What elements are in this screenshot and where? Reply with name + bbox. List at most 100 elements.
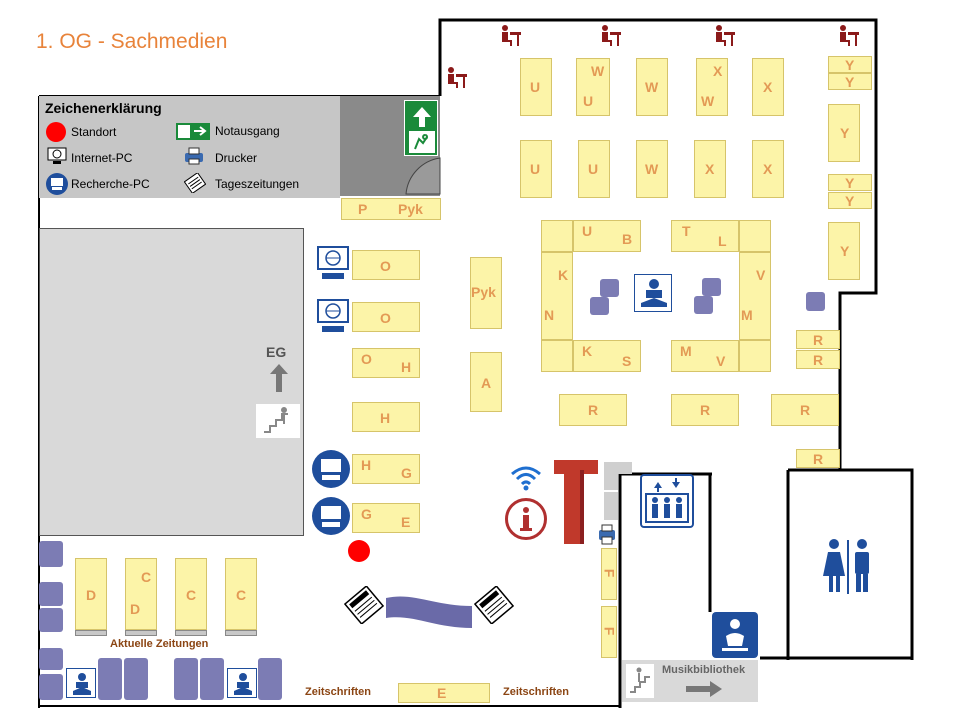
seat (806, 292, 825, 311)
shelf-y: Y (828, 192, 872, 209)
shelf-label: R (813, 352, 824, 368)
desk-block (618, 462, 632, 474)
shelf-label: Y (840, 125, 850, 141)
legend-title: Zeichenerklärung (45, 100, 162, 116)
shelf-k-n: K N (541, 252, 573, 340)
shelf-r: R (796, 350, 840, 369)
shelf-u-b: U B (573, 220, 641, 252)
area-label-journals: Zeitschriften (503, 686, 570, 698)
shelf-k-s: K S (573, 340, 641, 372)
seat (39, 582, 63, 606)
shelf-u: U (520, 140, 552, 198)
shelf-label: V (756, 267, 766, 283)
shelf-label: T (682, 223, 691, 239)
printer-icon (184, 147, 204, 165)
legend-label-internet-pc: Internet-PC (71, 151, 133, 165)
location-dot-icon (46, 122, 66, 142)
study-desk-icon (716, 25, 735, 46)
shelf-h-g: H G (352, 454, 420, 484)
floor-opening (39, 228, 304, 536)
seat (600, 279, 619, 297)
shelf-label: R (700, 402, 711, 418)
shelf-label: E (401, 514, 411, 530)
shelf-corner (541, 340, 573, 372)
desk-block (604, 492, 618, 520)
shelf-label: V (716, 353, 726, 369)
seat (590, 297, 609, 315)
shelf-r: R (671, 394, 739, 426)
shelf-t-l: T L (671, 220, 739, 252)
shelf-label: X (705, 161, 715, 177)
shelf-x-w: X W (696, 58, 728, 116)
research-pc-icon (312, 450, 350, 488)
emergency-exit-icon (176, 123, 210, 140)
shelf-v-m: V M (739, 252, 771, 340)
seat (39, 674, 63, 700)
shelf-corner (739, 340, 771, 372)
shelf-label: U (582, 223, 593, 239)
reading-area-icon (66, 668, 96, 698)
stairs-label: EG (266, 344, 287, 360)
shelf-label: X (713, 63, 723, 79)
shelf-label: N (544, 307, 555, 323)
shelf-x: X (694, 140, 726, 198)
shelf-r: R (796, 330, 840, 349)
legend-label-recherche-pc: Recherche-PC (71, 177, 150, 191)
shelf-o-h: O H (352, 348, 420, 378)
newspaper-icon (343, 584, 385, 626)
shelf-c-d: C D (125, 558, 157, 630)
shelf-c: C (175, 558, 207, 630)
shelf-label: D (130, 601, 141, 617)
shelf-label: B (622, 231, 633, 247)
printer-icon (598, 524, 616, 546)
shelf-label: Y (840, 243, 850, 259)
shelf-y: Y (828, 222, 860, 280)
internet-pc-icon (47, 147, 67, 165)
baby-changing-icon (712, 612, 758, 658)
shelf-e: E (398, 683, 490, 703)
page-title: 1. OG - Sachmedien (36, 30, 228, 53)
shelf-label: X (763, 161, 773, 177)
shelf-label: Pyk (471, 284, 496, 300)
shelf-x: X (752, 58, 784, 116)
shelf-label: O (380, 258, 391, 274)
shelf-label: X (763, 79, 773, 95)
legend-label-drucker: Drucker (215, 151, 258, 165)
shelf-label: U (588, 161, 599, 177)
research-pc-icon (46, 173, 68, 195)
shelf-label: E (437, 685, 447, 701)
legend-label-standort: Standort (71, 125, 117, 139)
newspaper-icon (183, 171, 207, 195)
shelf-label: U (583, 93, 594, 109)
shelf-r: R (559, 394, 627, 426)
internet-pc-icon (316, 298, 350, 338)
desk-block (604, 462, 618, 490)
shelf-label: A (481, 375, 492, 391)
shelf-pyk: Pyk (470, 257, 502, 329)
shelf-label: K (582, 343, 593, 359)
door-swing (405, 157, 441, 195)
shelf-label: F (601, 626, 618, 636)
shelf-label: K (558, 267, 569, 283)
newspaper-icon (473, 584, 515, 626)
shelf-label: U (530, 161, 541, 177)
shelf-label: F (601, 568, 618, 578)
shelf-label: Y (845, 57, 855, 73)
legend-panel: Zeichenerklärung Standort Notausgang Int… (39, 96, 340, 198)
shelf-label: U (530, 79, 541, 95)
seat (174, 658, 198, 700)
shelf-label: R (800, 402, 811, 418)
shelf-base (225, 630, 257, 636)
music-library-link[interactable]: Musikbibliothek (622, 660, 758, 702)
shelf-label: W (591, 63, 605, 79)
shelf-u: U (578, 140, 610, 198)
shelf-base (125, 630, 157, 636)
elevator-icon (640, 474, 694, 528)
shelf-label: R (813, 332, 824, 348)
shelf-y: Y (828, 104, 860, 162)
study-desk-icon (602, 25, 621, 46)
shelf-label: W (645, 161, 659, 177)
shelf-g-e: G E (352, 503, 420, 533)
shelf-r: R (796, 449, 840, 468)
shelf-label: Y (845, 175, 855, 191)
